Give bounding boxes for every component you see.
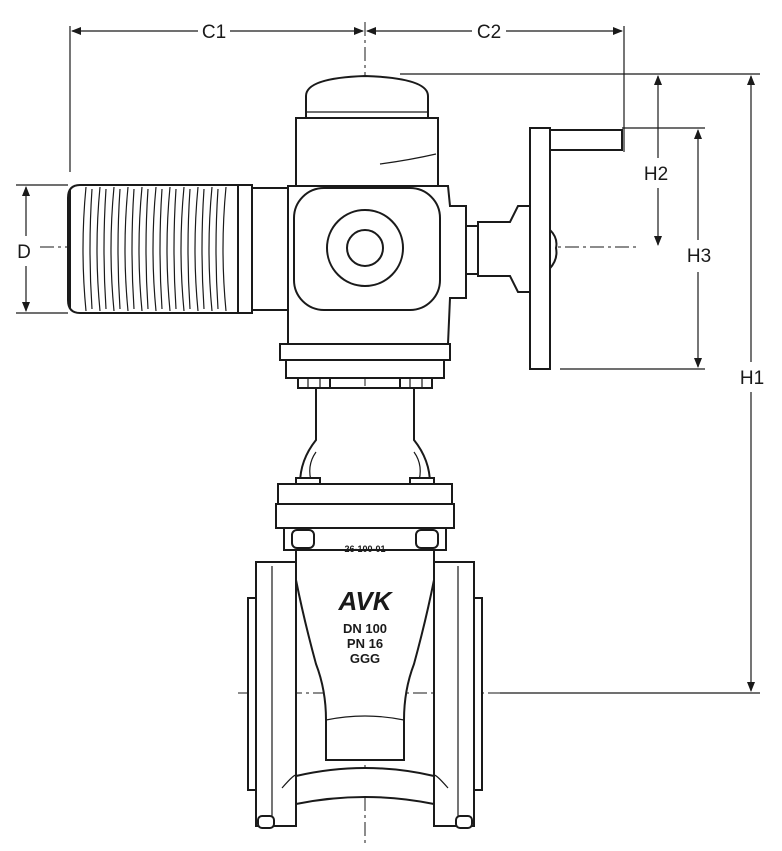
pressure-marking: PN 16 <box>347 636 383 651</box>
dimension-lines <box>16 26 760 694</box>
handwheel <box>465 127 623 370</box>
dim-h2-label: H2 <box>644 164 668 185</box>
valve-body <box>247 549 483 829</box>
brand-logo: AVK <box>338 586 394 616</box>
dimension-labels: C1 C2 D H1 H2 H3 <box>17 22 764 389</box>
valve-bonnet <box>275 483 455 551</box>
dim-c2-label: C2 <box>477 22 501 43</box>
serial-number: 26-100-01 <box>344 544 385 554</box>
valve-markings: 26-100-01 AVK DN 100 PN 16 GGG <box>338 544 394 666</box>
size-marking: DN 100 <box>343 621 387 636</box>
actuator-housing <box>279 74 467 389</box>
material-marking: GGG <box>350 651 380 666</box>
motor-cylinder <box>67 184 291 314</box>
dim-h1-label: H1 <box>740 368 764 389</box>
yoke <box>295 387 435 493</box>
dim-h3-label: H3 <box>687 246 711 267</box>
dim-d-label: D <box>17 242 31 263</box>
dim-c1-label: C1 <box>202 22 226 43</box>
